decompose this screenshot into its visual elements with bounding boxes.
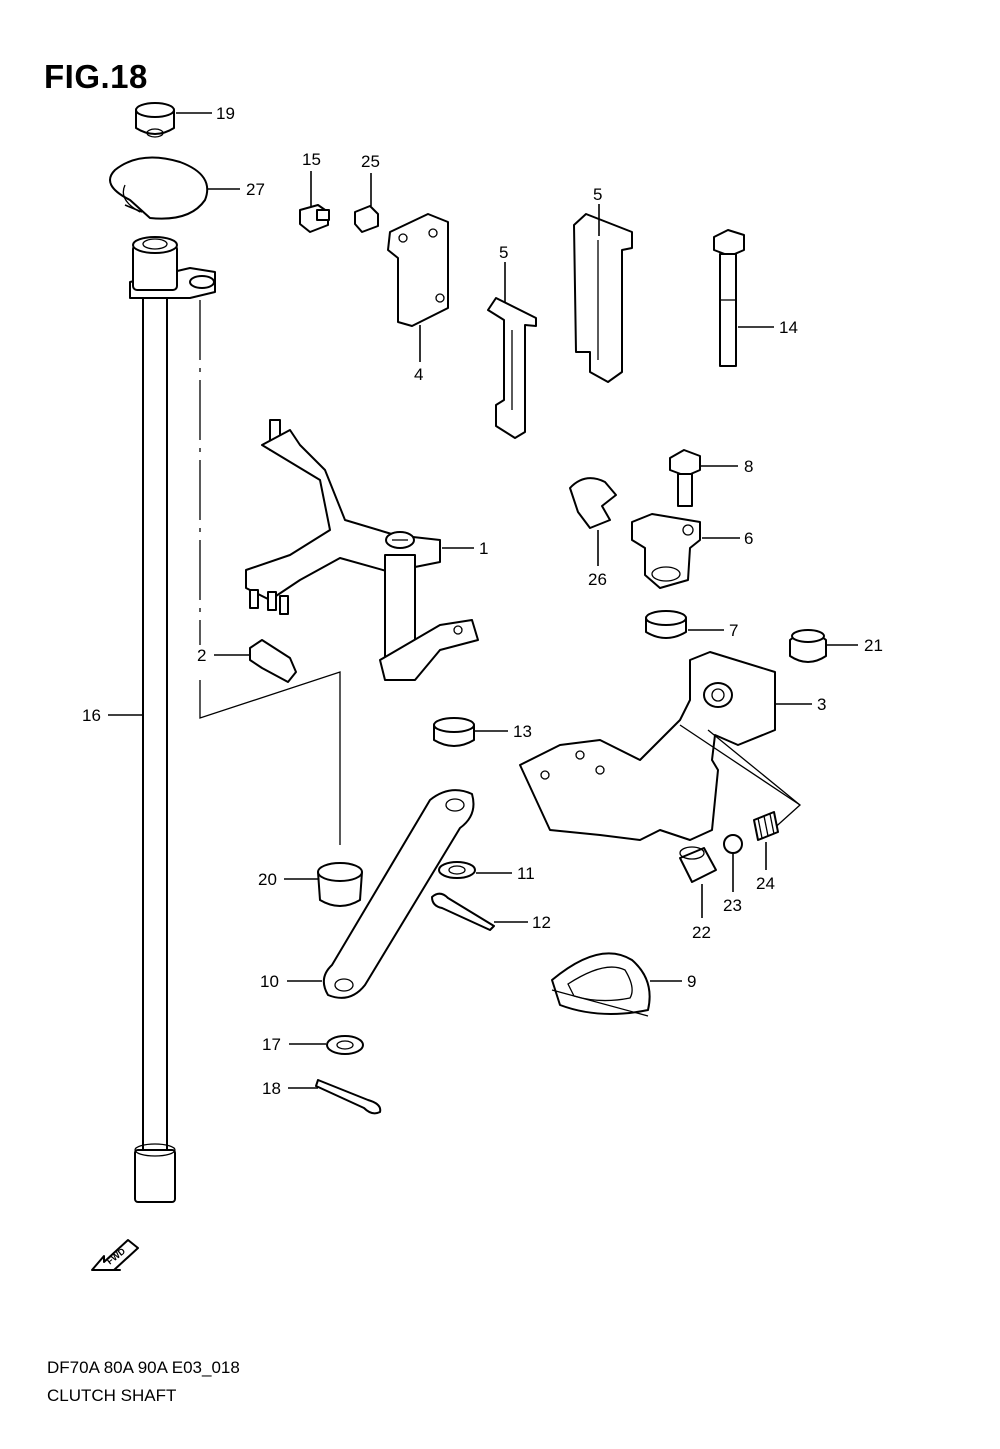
callout-8: 8 [744, 457, 753, 476]
part-1-shift-lever [245, 419, 479, 681]
part-8-bolt [669, 449, 701, 507]
callout-6: 6 [744, 529, 753, 548]
part-14-bolt [713, 229, 745, 367]
part-20-bushing [317, 862, 363, 907]
part-16-clutch-rod [129, 236, 216, 1203]
part-19-plug [135, 102, 175, 138]
callout-17: 17 [262, 1035, 281, 1054]
link-line-2-20 [199, 671, 341, 845]
part-24-spring [753, 811, 779, 841]
section-name: CLUTCH SHAFT [47, 1386, 177, 1405]
part-25-nipple [354, 205, 379, 233]
part-3-shift-housing [519, 651, 801, 841]
callout-1: 1 [479, 539, 488, 558]
callout-18: 18 [262, 1079, 281, 1098]
callout-14: 14 [779, 318, 798, 337]
callout-27: 27 [246, 180, 265, 199]
callout-11: 11 [517, 864, 535, 883]
callout-15: 15 [302, 150, 321, 169]
part-18-cotter-pin [315, 1079, 382, 1115]
callout-13: 13 [513, 722, 532, 741]
model-code: DF70A 80A 90A E03_018 [47, 1358, 240, 1377]
link-line-3-24 [707, 729, 801, 833]
callout-21: 21 [864, 636, 883, 655]
callout-5a: 5 [499, 243, 508, 262]
callout-3: 3 [817, 695, 826, 714]
callout-22: 22 [692, 923, 711, 942]
callout-4: 4 [414, 365, 423, 384]
callout-26: 26 [588, 570, 607, 589]
callout-9: 9 [687, 972, 696, 991]
part-21-plug [789, 629, 827, 663]
callout-24: 24 [756, 874, 775, 893]
callout-19: 19 [216, 104, 235, 123]
part-23-ball [723, 834, 743, 854]
callout-10: 10 [260, 972, 279, 991]
part-4-plate [387, 213, 449, 327]
part-17-washer [326, 1035, 364, 1055]
callout-16: 16 [82, 706, 101, 725]
part-22-sleeve [679, 846, 717, 883]
figure-title: FIG.18 [44, 58, 148, 95]
part-26-clip [569, 477, 617, 529]
part-10-link-rod [322, 789, 475, 999]
callout-20: 20 [258, 870, 277, 889]
part-2-clip [249, 639, 297, 683]
part-27-circlip [109, 156, 209, 220]
fwd-arrow-icon: FWD [91, 1239, 139, 1271]
part-6-guide [631, 513, 701, 589]
callout-12: 12 [532, 913, 551, 932]
part-5-bracket-a [487, 297, 537, 439]
callout-5b: 5 [593, 185, 602, 204]
callout-23: 23 [723, 896, 742, 915]
callout-7: 7 [729, 621, 738, 640]
callout-2: 2 [197, 646, 206, 665]
part-7-bushing [645, 610, 687, 639]
part-9-grommet [551, 952, 651, 1017]
part-11-washer [438, 861, 476, 879]
part-13-bushing [433, 717, 475, 747]
part-5-bracket-b [573, 213, 633, 383]
part-12-cotter-pin [431, 892, 495, 931]
part-15-bolt [299, 204, 330, 233]
callout-25: 25 [361, 152, 380, 171]
